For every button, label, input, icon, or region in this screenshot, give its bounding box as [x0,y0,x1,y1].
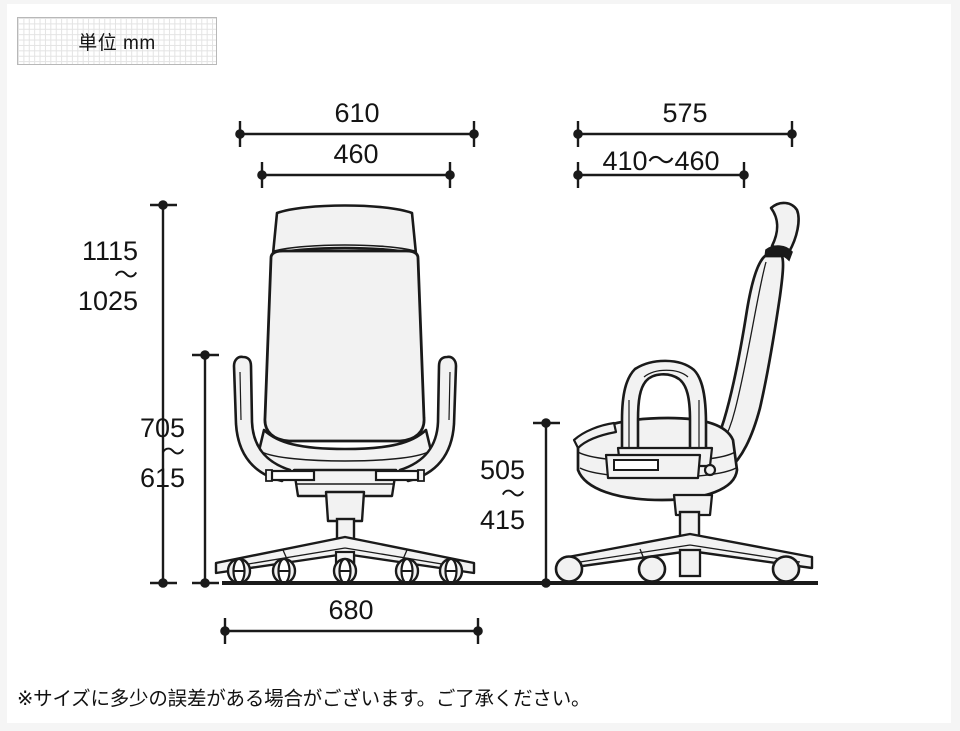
dimline-575 [573,121,797,147]
dimlabel-seat-height-bottom: 415 [479,504,525,535]
dimlabel-680: 680 [328,595,374,625]
dimension-lines [150,121,797,644]
unit-label-box: 単位 mm [17,17,217,65]
dimlabel-575: 575 [662,98,708,128]
dimlabel-armrest-height-top: 705 [139,413,185,443]
dimline-armrest-height [192,350,219,588]
dimlabel-overall-height-bottom: 1025 [77,285,138,316]
dimline-460 [257,162,455,188]
dimlabel-overall-height-tilde: 〜 [114,262,138,290]
dimlabel-overall-height-top: 1115 [81,236,138,266]
front-cylinder-cover [324,490,366,523]
dimline-overall-height [150,200,177,588]
dimlabel-armrest-height: 705 〜 615 [90,413,185,493]
front-view-chair [214,204,476,585]
dimline-seat-height [533,418,560,588]
front-lever-left [270,469,316,482]
dimlabel-armrest-height-bottom: 615 [139,462,185,493]
dimlabel-seat-height-top: 505 [479,455,525,485]
side-lever [613,459,659,471]
side-view-chair [554,201,814,583]
front-seat-mechanism [292,468,398,498]
dimlabel-460: 460 [333,139,379,169]
dimlabel-610: 610 [334,98,380,128]
side-headrest [769,201,800,254]
front-backrest [263,249,426,443]
front-lever-right [374,469,420,482]
dimline-410-460 [573,162,749,188]
footer-note: ※サイズに多少の誤差がある場合がございます。ご了承ください。 [17,688,591,710]
dimline-610 [235,121,479,147]
dimlabel-seat-height-tilde: 〜 [501,481,525,509]
dimlabel-seat-height: 505 〜 415 [430,455,525,535]
dimlabel-armrest-height-tilde: 〜 [161,439,185,467]
unit-label-text: 単位 mm [78,32,156,54]
dimlabel-overall-height: 1115 〜 1025 [28,236,138,316]
dimlabel-410-460: 410〜460 [602,146,720,176]
side-knob [703,463,717,477]
dimline-680 [220,618,483,644]
drawing-sheet [7,4,951,723]
